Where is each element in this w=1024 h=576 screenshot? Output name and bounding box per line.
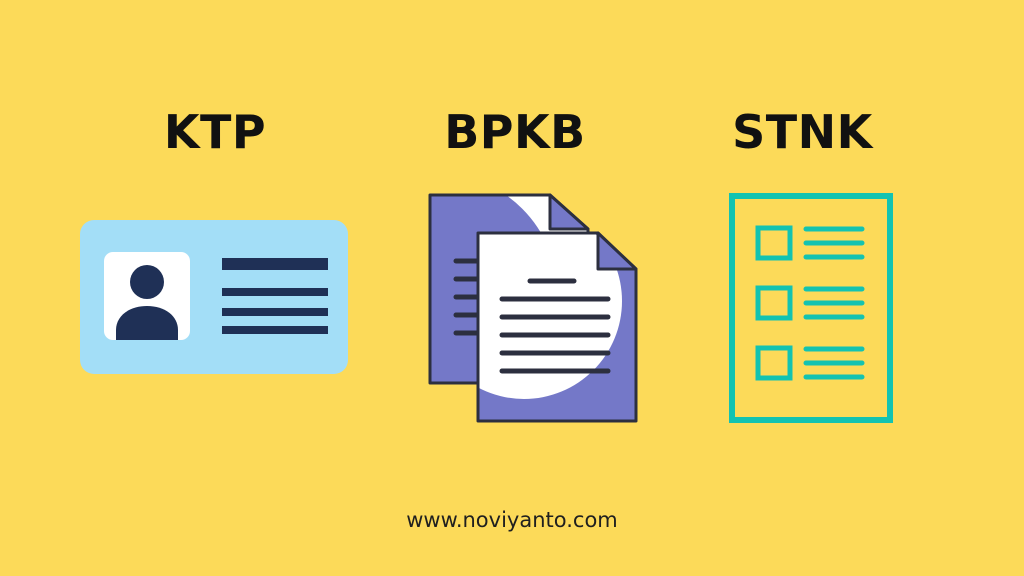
id-card-icon (80, 220, 348, 374)
checkbox (755, 345, 793, 381)
stnk-label: STNK (732, 105, 873, 159)
website-url: www.noviyanto.com (406, 508, 618, 532)
id-card-line (222, 326, 328, 334)
bpkb-label: BPKB (444, 105, 586, 159)
id-card-line (222, 288, 328, 296)
checkbox (755, 285, 793, 321)
checkbox (755, 225, 793, 261)
checklist-form-icon (729, 193, 893, 423)
front-document (476, 231, 638, 423)
documents-icon (428, 193, 638, 423)
form-border (729, 193, 893, 423)
id-card-line (222, 258, 328, 270)
ktp-label: KTP (163, 105, 267, 159)
id-card-line (222, 308, 328, 316)
person-body (116, 306, 178, 340)
person-head (130, 265, 164, 299)
